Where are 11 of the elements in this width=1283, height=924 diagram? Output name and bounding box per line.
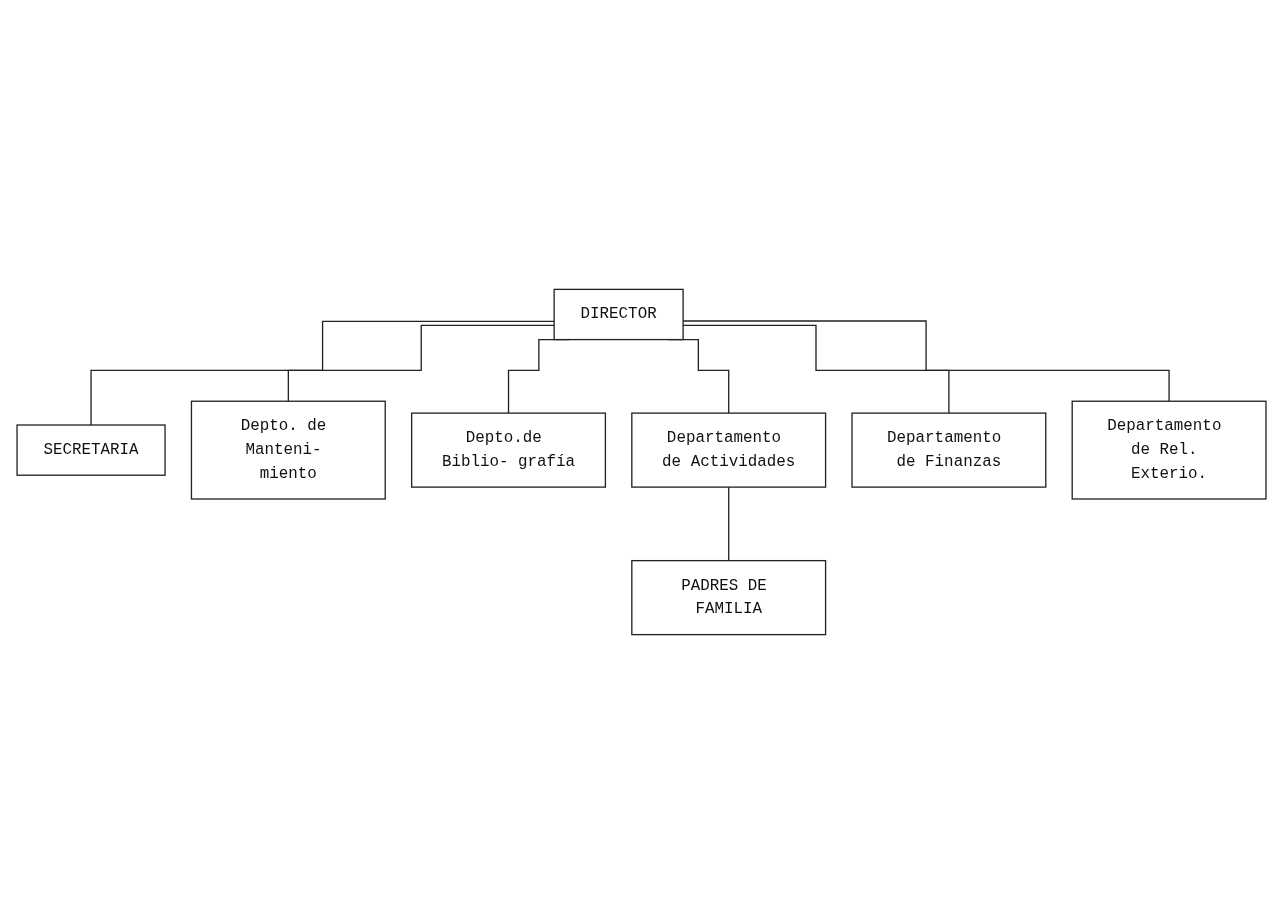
node-box: Departamento de Actividades (631, 412, 827, 488)
node-box: Depto.de Biblio- grafía (410, 412, 607, 488)
node-box: DIRECTOR (553, 288, 684, 341)
node-box: Departamento de Finanzas (851, 412, 1047, 488)
connector (90, 320, 555, 426)
connector (728, 486, 730, 562)
node-box: PADRES DE FAMILIA (631, 560, 827, 636)
connector (287, 324, 555, 402)
node-box: Depto. de Manteni- miento (190, 400, 386, 500)
node-box: SECRETARIA (16, 424, 166, 476)
node-box: Departamento de Rel. Exterio. (1071, 400, 1267, 500)
